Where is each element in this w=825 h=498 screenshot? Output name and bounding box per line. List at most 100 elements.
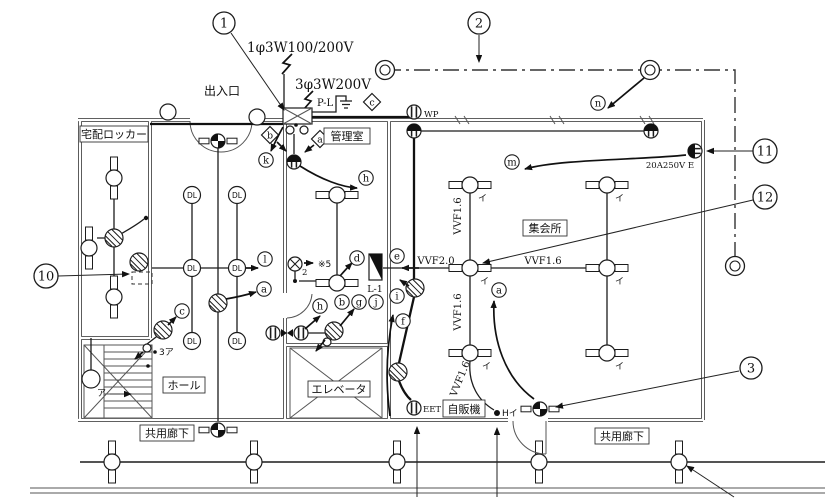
wall-receptacle — [286, 154, 302, 170]
arrow-to-f — [386, 314, 395, 417]
letter-c: c — [174, 303, 190, 319]
circuit-kana: ア — [97, 389, 106, 399]
elevator-lobby: エレベータ — [265, 308, 371, 398]
svg-text:g: g — [356, 297, 363, 308]
corridor — [30, 440, 825, 494]
letter-h: h — [358, 170, 374, 186]
svg-text:h: h — [363, 173, 370, 184]
svg-text:ホール: ホール — [168, 379, 201, 392]
assembly-hall: 集会所 イ イ イ イ イ イ VVF2.0 VVF1.6 VVF1.6 VVF… — [383, 104, 703, 411]
letter-l: l — [257, 251, 273, 267]
garden-light — [639, 59, 661, 81]
cable-label-vvf16: VVF1.6 — [453, 197, 464, 235]
junction-box — [388, 362, 408, 382]
svg-text:k: k — [263, 155, 270, 166]
svg-text:共用廊下: 共用廊下 — [600, 429, 644, 443]
callout-12: 12 — [752, 184, 778, 210]
arrow-to-a2 — [490, 300, 535, 400]
svg-text:宅配ロッカー: 宅配ロッカー — [81, 127, 147, 141]
management-door — [286, 293, 313, 319]
receptacle-spec-label: 20A250V E — [646, 161, 694, 171]
circuit-kana: イ — [478, 194, 487, 204]
ceiling-light — [585, 259, 629, 277]
svg-text:c: c — [369, 97, 374, 108]
switch-label-3a: 3ア — [159, 348, 174, 358]
letter-b: b — [334, 294, 350, 310]
supply-label-single-phase: 1φ3W100/200V — [247, 40, 354, 56]
callout-letters: k h n m l a c d e i f h b g j a — [174, 95, 606, 329]
svg-text:j: j — [373, 297, 377, 308]
ground-lead — [312, 95, 347, 113]
board-name: P-L — [317, 98, 334, 109]
exit-guidance-light — [198, 422, 238, 438]
corridor-light — [670, 440, 688, 484]
callout-10: 10 — [33, 263, 59, 289]
board-switch — [285, 125, 295, 135]
svg-text:b: b — [339, 297, 345, 308]
arrow-to-bgj — [339, 308, 355, 327]
ventilation-fan — [129, 252, 149, 272]
lamp-subscript: 2 — [302, 268, 307, 278]
cable-label-vvf16: VVF1.6 — [448, 360, 473, 400]
service-entrance: 1φ3W100/200V 3φ3W200V P-L b a c — [247, 40, 382, 153]
entrance-area: 出入口 — [150, 84, 283, 153]
letter-a: a — [256, 281, 272, 297]
junction-box — [208, 293, 228, 313]
corridor-light — [103, 440, 121, 484]
entrance-label: 出入口 — [204, 84, 240, 98]
wall-receptacle-20a — [687, 143, 703, 159]
letter-h2: h — [312, 298, 328, 314]
ground-symbol-icon — [340, 100, 352, 109]
svg-text:DL: DL — [232, 337, 243, 346]
room-label-assembly: 集会所 — [522, 219, 568, 237]
cable-label-vvf20: VVF2.0 — [416, 256, 454, 267]
ceiling-light — [585, 176, 629, 194]
ceiling-light — [448, 176, 492, 194]
svg-text:l: l — [263, 254, 266, 265]
svg-text:a: a — [261, 284, 267, 295]
conduit-tick-marks — [454, 115, 655, 125]
ceiling-light — [585, 344, 629, 362]
svg-text:11: 11 — [757, 145, 774, 160]
feeder-riser — [397, 138, 416, 401]
room-label-vending: 自販機 — [442, 399, 486, 418]
callout-1: 1 — [212, 11, 236, 35]
fluorescent-light — [315, 274, 359, 292]
svg-text:12: 12 — [757, 191, 774, 206]
wp-label: WP — [424, 110, 439, 120]
svg-text:a: a — [317, 134, 323, 145]
letter-k: k — [258, 152, 274, 168]
corridor-label-right: 共用廊下 — [594, 427, 650, 445]
letter-i: i — [389, 288, 405, 304]
circuit-kana: イ — [480, 277, 489, 287]
switch-h-label: Hイ — [502, 409, 518, 419]
svg-text:集会所: 集会所 — [529, 221, 562, 235]
circuit-kana: イ — [615, 362, 624, 372]
wall-receptacle — [406, 123, 422, 139]
letter-d: d — [349, 250, 365, 266]
letter-m: m — [504, 154, 520, 170]
building-walls — [78, 115, 705, 422]
svg-text:n: n — [595, 98, 602, 109]
room-label-management: 管理室 — [323, 127, 371, 145]
svg-text:h: h — [317, 301, 324, 312]
circuit-kana: イ — [482, 362, 491, 372]
wall-receptacle — [643, 123, 659, 139]
management-room: 管理室 2 ※5 L-1 — [286, 127, 383, 319]
outdoor-wiring-dashdot — [385, 69, 736, 262]
diamond-b: b — [260, 125, 280, 145]
cable-label-vvf16: VVF1.6 — [523, 256, 561, 267]
garden-light — [374, 59, 396, 81]
downlights: DL DL DL DL DL DL — [182, 185, 247, 351]
svg-text:3: 3 — [747, 362, 755, 377]
letter-j: j — [368, 294, 384, 310]
three-way-switch — [142, 343, 152, 353]
callout-numbers: 1 2 3 10 11 12 — [33, 11, 778, 498]
svg-text:DL: DL — [187, 191, 198, 200]
garden-light — [724, 255, 746, 277]
remote-control-box — [131, 271, 153, 285]
svg-text:c: c — [179, 306, 185, 317]
vending-area: EET 自販機 Hイ 共用廊下 共用廊下 — [139, 399, 650, 455]
eet-label: EET — [423, 405, 441, 415]
exit-guidance-light — [198, 133, 238, 149]
